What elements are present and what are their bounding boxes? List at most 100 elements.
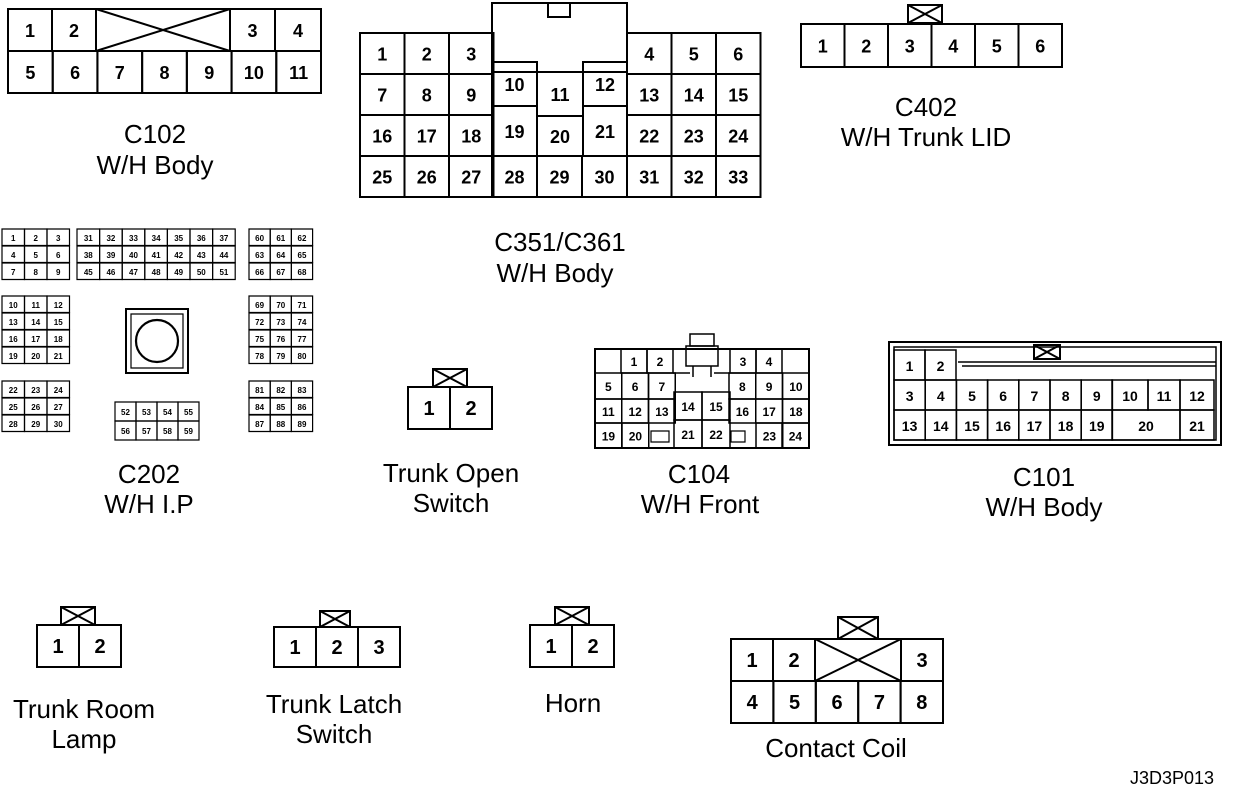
pin-number: 53 xyxy=(142,408,151,417)
pin-cavity xyxy=(901,681,943,723)
blank-cavity xyxy=(731,431,745,442)
pin-number: 9 xyxy=(466,86,476,106)
pin-number: 11 xyxy=(1157,388,1172,404)
pin-number: 47 xyxy=(129,268,138,277)
pin-number: 2 xyxy=(422,45,432,65)
pin-number: 85 xyxy=(276,403,285,412)
pin-cavity xyxy=(291,415,312,432)
pin-number: 6 xyxy=(733,45,743,65)
pin-number: 5 xyxy=(605,380,612,394)
connector-label: Trunk Room xyxy=(13,694,155,724)
pin-number: 32 xyxy=(106,234,115,243)
pin-number: 3 xyxy=(905,37,915,57)
pin-number: 6 xyxy=(999,388,1007,404)
connector-label: C104 xyxy=(668,459,730,489)
pin-number: 20 xyxy=(550,127,570,147)
pin-number: 50 xyxy=(197,268,206,277)
pin-number: 13 xyxy=(655,405,669,419)
pin-number: 19 xyxy=(9,352,18,361)
connector-label: Trunk Open xyxy=(383,458,519,488)
pin-number: 16 xyxy=(736,405,750,419)
pin-number: 5 xyxy=(992,37,1002,57)
pin-number: 22 xyxy=(9,386,18,395)
pin-number: 33 xyxy=(129,234,138,243)
pin-number: 38 xyxy=(84,251,93,260)
pin-number: 23 xyxy=(31,386,40,395)
pin-number: 68 xyxy=(298,268,307,277)
pin-number: 86 xyxy=(298,403,307,412)
pin-number: 16 xyxy=(9,335,18,344)
pin-number: 28 xyxy=(9,420,18,429)
pin-number: 8 xyxy=(34,268,39,277)
pin-number: 9 xyxy=(766,380,773,394)
pin-number: 14 xyxy=(681,400,695,414)
pin-number: 69 xyxy=(255,301,264,310)
pin-number: 3 xyxy=(916,650,927,672)
pin-number: 3 xyxy=(247,21,257,41)
pin-number: 6 xyxy=(831,692,842,714)
pin-number: 10 xyxy=(1122,388,1138,404)
housing-outline xyxy=(889,342,1221,445)
pin-number: 83 xyxy=(298,386,307,395)
pin-number: 72 xyxy=(255,318,264,327)
pin-number: 13 xyxy=(639,86,659,106)
pin-number: 1 xyxy=(289,637,300,659)
pin-cavity xyxy=(572,625,614,667)
pin-number: 4 xyxy=(948,37,958,57)
pin-number: 21 xyxy=(1189,418,1205,434)
pin-number: 2 xyxy=(937,358,945,374)
pin-number: 1 xyxy=(377,45,387,65)
pin-number: 12 xyxy=(628,405,642,419)
pin-number: 60 xyxy=(255,234,264,243)
pin-number: 7 xyxy=(115,63,125,83)
key-tab xyxy=(690,334,714,346)
pin-number: 42 xyxy=(174,251,183,260)
pin-number: 18 xyxy=(789,405,803,419)
pin-number: 1 xyxy=(11,234,16,243)
pin-number: 1 xyxy=(545,636,556,658)
pin-cavity xyxy=(47,263,70,280)
pin-number: 17 xyxy=(762,405,776,419)
pin-cavity xyxy=(622,423,649,448)
pin-number: 59 xyxy=(184,427,193,436)
pin-number: 28 xyxy=(504,168,524,188)
pin-number: 1 xyxy=(52,636,63,658)
pin-cavity xyxy=(450,387,492,429)
pin-number: 19 xyxy=(1089,418,1105,434)
pin-number: 8 xyxy=(1062,388,1070,404)
pin-number: 61 xyxy=(276,234,285,243)
pin-cavity xyxy=(358,627,400,667)
pin-number: 58 xyxy=(163,427,172,436)
pin-number: 6 xyxy=(1035,37,1045,57)
pin-number: 1 xyxy=(631,355,638,369)
pin-number: 18 xyxy=(1058,418,1074,434)
locking-latch xyxy=(1034,345,1060,359)
pin-number: 8 xyxy=(159,63,169,83)
cross-line xyxy=(61,607,95,625)
pin-number: 25 xyxy=(9,403,18,412)
pin-cavity xyxy=(291,263,312,280)
pin-number: 55 xyxy=(184,408,193,417)
pin-number: 31 xyxy=(639,168,659,188)
pin-number: 37 xyxy=(219,234,228,243)
pin-cavity xyxy=(782,423,809,448)
connector-label: W/H I.P xyxy=(104,489,194,519)
pin-number: 80 xyxy=(298,352,307,361)
pin-number: 29 xyxy=(31,420,40,429)
connector-label: C202 xyxy=(118,459,180,489)
pin-number: 56 xyxy=(121,427,130,436)
cross-line xyxy=(555,607,589,625)
pin-number: 15 xyxy=(54,318,63,327)
bolt-circle xyxy=(136,320,178,362)
pin-number: 20 xyxy=(629,430,643,444)
pin-number: 39 xyxy=(106,251,115,260)
pin-number: 7 xyxy=(1031,388,1039,404)
pin-number: 23 xyxy=(684,127,704,147)
pin-cavity xyxy=(276,51,321,93)
cross-line xyxy=(320,611,350,627)
